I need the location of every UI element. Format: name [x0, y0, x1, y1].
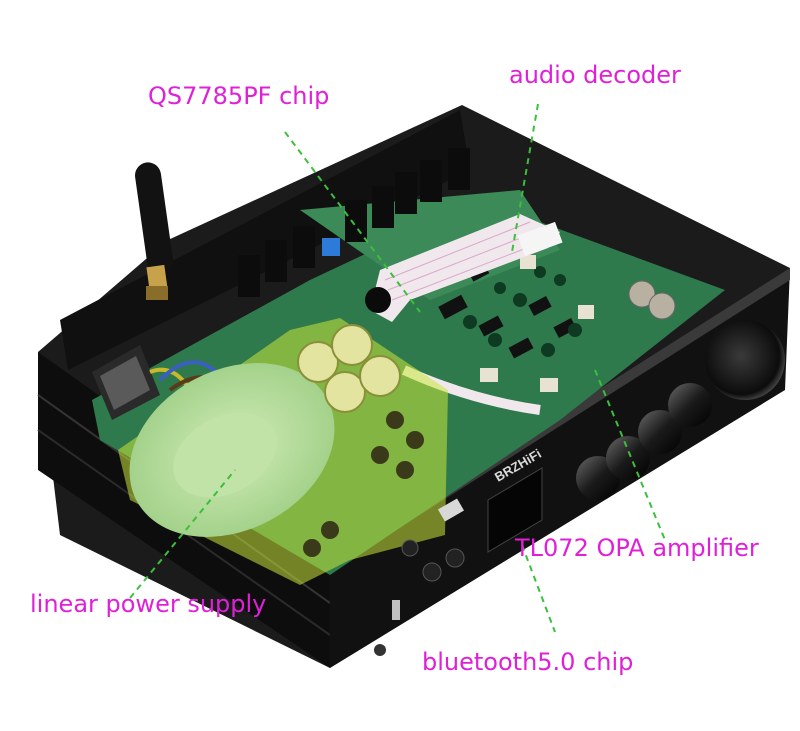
leader-bluetooth — [521, 544, 556, 633]
annotation-bluetooth-chip: bluetooth5.0 chip — [422, 648, 634, 676]
button-c[interactable] — [401, 539, 419, 557]
front-panel: BRZHiFi — [374, 280, 785, 656]
power-switch[interactable] — [392, 600, 400, 620]
heatsink — [238, 148, 470, 297]
knob-3[interactable] — [638, 410, 682, 454]
annotation-audio-decoder: audio decoder — [509, 61, 681, 89]
annotation-qs7785pf-chip: QS7785PF chip — [148, 82, 330, 110]
button-b[interactable] — [445, 548, 465, 568]
leader-lines — [129, 103, 666, 633]
headphone-jack — [374, 644, 386, 656]
button-a[interactable] — [422, 562, 442, 582]
annotation-tl072-amplifier: TL072 OPA amplifier — [515, 534, 759, 562]
trimmer — [322, 238, 340, 256]
leader-linear-power — [129, 469, 236, 599]
knob-4[interactable] — [668, 383, 712, 427]
leader-tl072 — [594, 369, 666, 541]
capacitor — [365, 287, 391, 313]
power-inlet — [92, 345, 160, 420]
annotation-linear-power-supply: linear power supply — [30, 590, 267, 618]
power-supply-highlight — [118, 318, 448, 585]
antenna — [135, 162, 173, 300]
usb-port — [437, 498, 465, 522]
knob-2[interactable] — [606, 436, 650, 480]
leader-qs7785pf — [284, 131, 421, 313]
volume-knob[interactable] — [705, 320, 785, 400]
leader-audio-decoder — [511, 103, 539, 253]
